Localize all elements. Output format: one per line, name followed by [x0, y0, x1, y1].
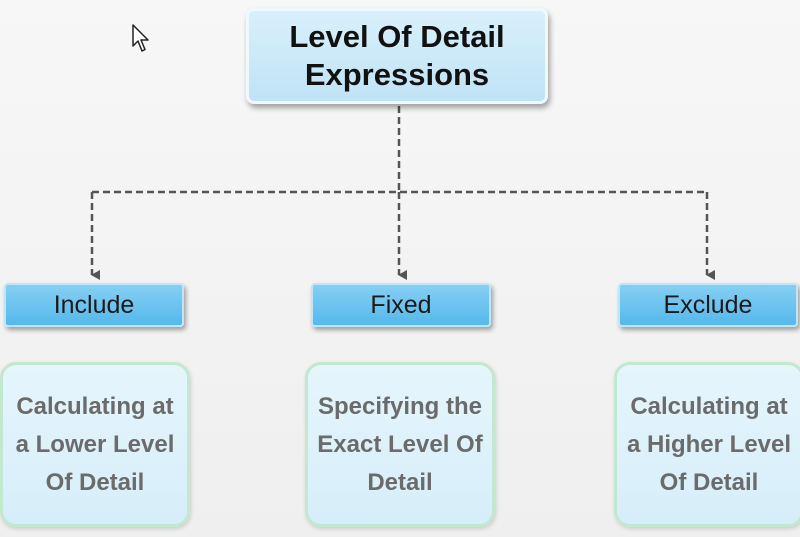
branch-fixed: Fixed [311, 283, 491, 327]
description-exclude-text: Calculating at a Higher Level Of Detail [626, 392, 792, 496]
branch-include-label: Include [53, 290, 135, 319]
mouse-pointer-icon [132, 24, 149, 52]
root-title: Level Of Detail Expressions [289, 19, 505, 92]
branch-exclude-label: Exclude [663, 290, 753, 319]
branch-fixed-label: Fixed [370, 290, 432, 319]
branch-exclude: Exclude [618, 283, 798, 327]
description-exclude: Calculating at a Higher Level Of Detail [614, 362, 800, 527]
branch-include: Include [4, 283, 184, 327]
description-include-text: Calculating at a Lower Level Of Detail [15, 392, 175, 496]
description-fixed: Specifying the Exact Level Of Detail [305, 362, 495, 527]
root-node: Level Of Detail Expressions [246, 8, 548, 104]
description-fixed-text: Specifying the Exact Level Of Detail [317, 392, 483, 496]
description-include: Calculating at a Lower Level Of Detail [0, 362, 190, 527]
